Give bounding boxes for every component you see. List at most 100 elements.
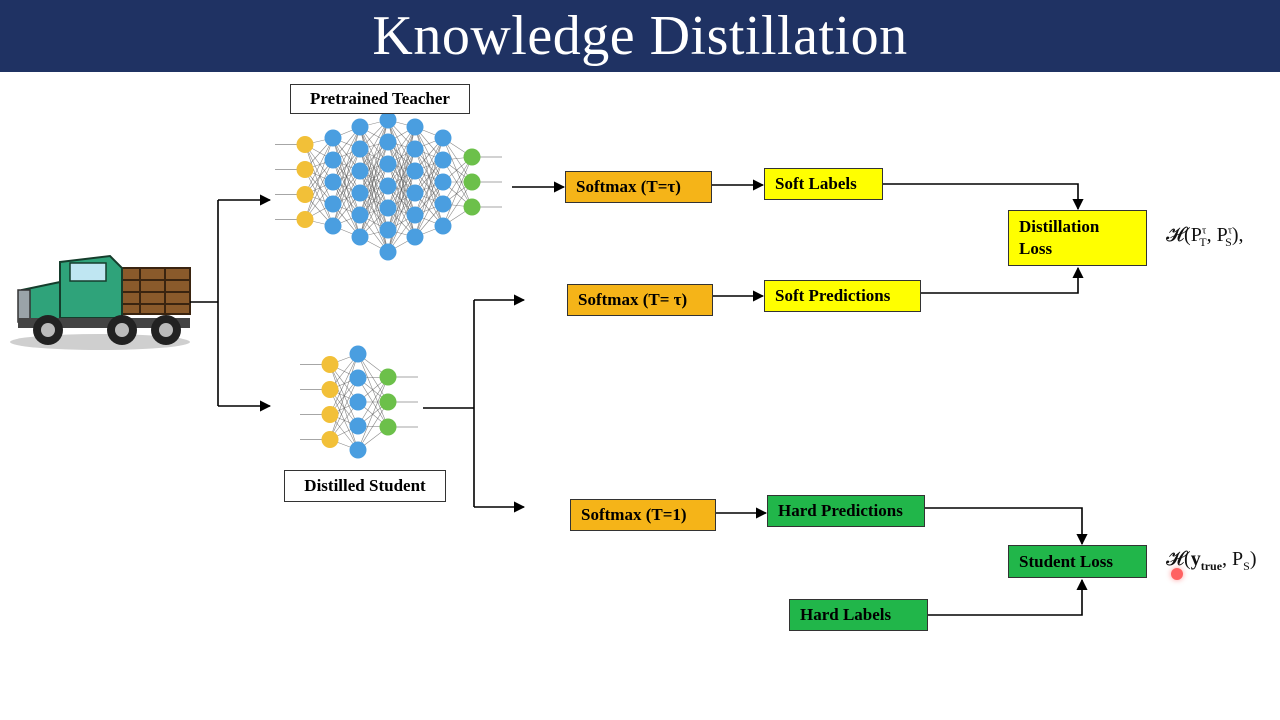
formula-mid: , P (1222, 548, 1244, 570)
formula-prefix: 𝓗( (1166, 548, 1191, 570)
network-edge (357, 401, 389, 451)
neuron (349, 417, 367, 435)
neuron (379, 418, 397, 436)
neuron (406, 162, 424, 180)
formula-sup: τ (1201, 224, 1207, 237)
neuron (379, 133, 397, 151)
student-label: Distilled Student (284, 470, 446, 502)
title-bar: Knowledge Distillation (0, 0, 1280, 72)
neuron (434, 217, 452, 235)
network-edge (357, 377, 389, 428)
neuron (463, 198, 481, 216)
student-network (300, 345, 418, 459)
neuron (296, 161, 314, 178)
neuron (406, 184, 424, 202)
neuron (296, 186, 314, 203)
network-edge (359, 185, 389, 238)
neuron (349, 393, 367, 411)
neuron (351, 206, 369, 224)
softmax-teacher-box: Softmax (T=τ) (565, 171, 712, 203)
neuron (434, 151, 452, 169)
neuron (463, 173, 481, 191)
distillation-loss-box: Distillation Loss (1008, 210, 1147, 266)
neuron (406, 206, 424, 224)
truck-icon (10, 254, 191, 350)
network-edge (414, 181, 444, 238)
soft-labels-box: Soft Labels (764, 168, 883, 200)
formula-suffix: ), (1231, 224, 1244, 246)
neuron (434, 195, 452, 213)
neuron (349, 345, 367, 363)
page-title: Knowledge Distillation (372, 5, 908, 67)
neuron (349, 441, 367, 459)
neuron (379, 243, 397, 261)
student-loss-formula: 𝓗(ytrue, PS) (1166, 548, 1257, 574)
neuron (379, 368, 397, 386)
network-edge (357, 353, 389, 403)
neuron (351, 162, 369, 180)
formula-sub: T (1199, 235, 1207, 249)
neuron (321, 381, 339, 398)
network-edge (332, 148, 361, 227)
network-edge (442, 159, 473, 208)
network-edge (357, 353, 389, 428)
softmax-student-soft-box: Softmax (T= τ) (567, 284, 713, 316)
network-edge (387, 126, 416, 209)
network-edge (332, 126, 361, 183)
hard-predictions-box: Hard Predictions (767, 495, 925, 527)
network-edge (442, 137, 473, 208)
neuron (324, 217, 342, 235)
neuron (321, 406, 339, 423)
pointer-indicator (1171, 568, 1183, 580)
neuron (379, 393, 397, 411)
network-edge (332, 126, 361, 205)
neuron (321, 356, 339, 373)
neuron (351, 140, 369, 158)
network-edge (304, 144, 334, 205)
neuron (324, 129, 342, 147)
network-edge (304, 144, 334, 227)
formula-prefix: 𝓗(P (1166, 224, 1202, 246)
neuron (351, 118, 369, 136)
network-edge (442, 137, 473, 183)
neuron (324, 195, 342, 213)
soft-predictions-box: Soft Predictions (764, 280, 921, 312)
neuron (434, 129, 452, 147)
neuron (406, 140, 424, 158)
network-edge (414, 159, 444, 238)
network-edge (357, 376, 389, 451)
softmax-student-hard-box: Softmax (T=1) (570, 499, 716, 531)
formula-sub: S (1225, 235, 1232, 249)
network-edge (304, 169, 334, 227)
network-edge (332, 170, 361, 227)
network-edge (329, 364, 359, 427)
formula-suffix: ) (1249, 548, 1257, 570)
neuron (434, 173, 452, 191)
network-edge (387, 126, 416, 187)
formula-sub: S (1243, 559, 1250, 573)
neuron (296, 136, 314, 153)
neuron (351, 228, 369, 246)
diagram-canvas (10, 111, 1088, 616)
teacher-network (275, 111, 502, 261)
network-edge (329, 377, 359, 440)
network-edge (304, 137, 334, 195)
neuron (379, 111, 397, 129)
neuron (379, 155, 397, 173)
neuron (321, 431, 339, 448)
neuron (296, 211, 314, 228)
network-edge (387, 170, 416, 253)
formula-sup: τ (1227, 224, 1233, 237)
network-edge (387, 192, 416, 253)
network-edge (304, 137, 334, 220)
neuron (324, 151, 342, 169)
network-edge (329, 364, 359, 451)
network-edge (442, 181, 473, 227)
network-edge (357, 376, 389, 427)
network-edge (329, 353, 359, 415)
neuron (463, 148, 481, 166)
neuron (379, 221, 397, 239)
neuron (351, 184, 369, 202)
network-edge (359, 119, 389, 194)
hard-labels-box: Hard Labels (789, 599, 928, 631)
